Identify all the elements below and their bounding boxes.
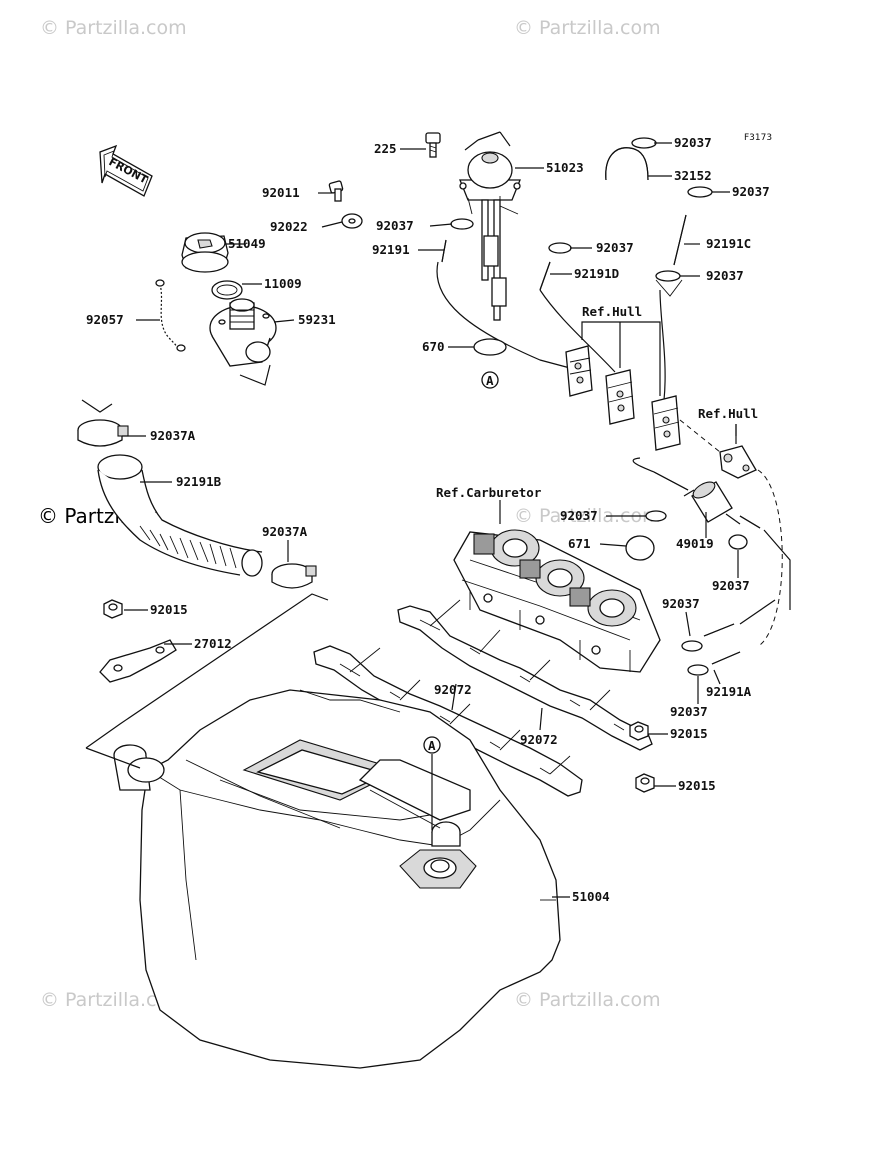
hose-92191d	[539, 261, 551, 291]
figure-code: F3173	[744, 133, 772, 143]
label-92037-top: 92037	[674, 135, 712, 150]
filler-cap-51049	[181, 232, 229, 273]
o-ring-671	[625, 535, 655, 561]
tether-cord-92057	[155, 279, 186, 352]
fuel-line-1	[436, 261, 571, 369]
label-92037-r5: 92037	[662, 596, 700, 611]
hose-92191c	[673, 214, 687, 266]
nut-92015-left	[103, 599, 123, 619]
label-92072-left: 92072	[434, 682, 472, 697]
nut-92015-low	[635, 773, 655, 793]
front-arrow-icon: FRONT	[99, 144, 153, 197]
label-27012: 27012	[194, 636, 232, 651]
label-51049: 51049	[228, 236, 266, 251]
label-92037-r2: 92037	[732, 184, 770, 199]
part-labels: 225 51023 92037 32152 92037 92011 92022 …	[86, 135, 770, 904]
label-32152: 32152	[674, 168, 712, 183]
hull-clamp-2	[605, 369, 635, 425]
label-92191: 92191	[372, 242, 410, 257]
label-51023: 51023	[546, 160, 584, 175]
label-225: 225	[374, 141, 397, 156]
label-59231: 59231	[298, 312, 336, 327]
gasket-11009	[211, 280, 243, 300]
strap-92072-upper	[397, 599, 653, 751]
label-92191d: 92191D	[574, 266, 619, 281]
clip-92037-mid	[450, 218, 474, 230]
watermark-bottom-left: © Partzilla.com	[40, 989, 187, 1011]
label-671: 671	[568, 536, 591, 551]
nut-92015-mid	[629, 721, 649, 741]
label-92057: 92057	[86, 312, 124, 327]
marker-a-tank-label: A	[428, 738, 436, 753]
watermark-top-right: © Partzilla.com	[514, 17, 661, 39]
hose-92191	[441, 239, 447, 263]
label-92037a-lower: 92037A	[262, 524, 308, 539]
hull-clamp-3	[651, 395, 681, 451]
label-92037-mid: 92037	[376, 218, 414, 233]
label-ref-carburetor: Ref.Carburetor	[436, 485, 542, 500]
filler-hose-92191b	[97, 454, 263, 577]
bracket-27012	[99, 639, 177, 683]
label-92072-right: 92072	[520, 732, 558, 747]
o-ring-670	[473, 338, 507, 356]
label-92037-r6: 92037	[670, 704, 708, 719]
leader-59231-bracket	[239, 364, 271, 386]
label-92015-mid: 92015	[670, 726, 708, 741]
marker-a-top	[481, 371, 499, 389]
watermark-top-left: © Partzilla.com	[40, 17, 187, 39]
clip-92037-top	[631, 137, 657, 149]
label-ref-hull-2: Ref.Hull	[698, 406, 758, 421]
leader-lines	[122, 142, 739, 898]
label-ref-hull-1: Ref.Hull	[582, 304, 642, 319]
label-92015-low: 92015	[678, 778, 716, 793]
fuel-tank-51004	[113, 689, 561, 1069]
label-92015-left: 92015	[150, 602, 188, 617]
hose-32152	[605, 147, 649, 181]
label-92037a-upper: 92037A	[150, 428, 196, 443]
label-92037-r4: 92037	[712, 578, 750, 593]
ref-hull-bracket-1	[581, 321, 661, 396]
hull-clamp-1	[565, 345, 593, 397]
hose-filter-out	[739, 515, 761, 529]
hose-92191a	[703, 623, 741, 665]
label-92191c: 92191C	[706, 236, 751, 251]
hose-filter-in	[653, 471, 689, 491]
washer-92022	[341, 213, 363, 229]
label-51004: 51004	[572, 889, 610, 904]
fuel-sender-unit	[459, 131, 521, 321]
watermark-middle-right: © Partzilla.com	[514, 505, 661, 527]
label-11009: 11009	[264, 276, 302, 291]
clip-92037-r2	[687, 186, 713, 198]
clip-92037-filter	[645, 510, 667, 522]
bolt-92011	[328, 180, 344, 202]
marker-a-top-label: A	[486, 373, 494, 388]
label-92037-ctr: 92037	[596, 240, 634, 255]
hull-clamp-4	[719, 445, 757, 479]
fuel-line-3	[659, 289, 666, 401]
clip-92037-ctr	[548, 242, 572, 254]
fuel-filter-49019	[683, 481, 741, 525]
watermark-bottom-right: © Partzilla.com	[514, 989, 661, 1011]
bolt-225	[425, 132, 441, 158]
label-92037-r3: 92037	[706, 268, 744, 283]
fuel-line-2	[539, 289, 616, 373]
label-92037-filter: 92037	[560, 508, 598, 523]
clip-92037-r5	[681, 640, 703, 652]
carburetor-assembly	[453, 529, 661, 673]
label-670: 670	[422, 339, 445, 354]
filler-neck-59231	[209, 298, 277, 367]
label-92022: 92022	[270, 219, 308, 234]
clip-92037-r4	[728, 534, 748, 550]
clip-92037-r6	[687, 664, 709, 676]
label-49019: 49019	[676, 536, 714, 551]
label-92191b: 92191B	[176, 474, 222, 489]
marker-a-tank	[423, 736, 441, 754]
label-92191a: 92191A	[706, 684, 752, 699]
clamp-92037a-lower	[271, 563, 317, 589]
clamp-92037a-upper	[77, 419, 129, 447]
label-92011: 92011	[262, 185, 300, 200]
